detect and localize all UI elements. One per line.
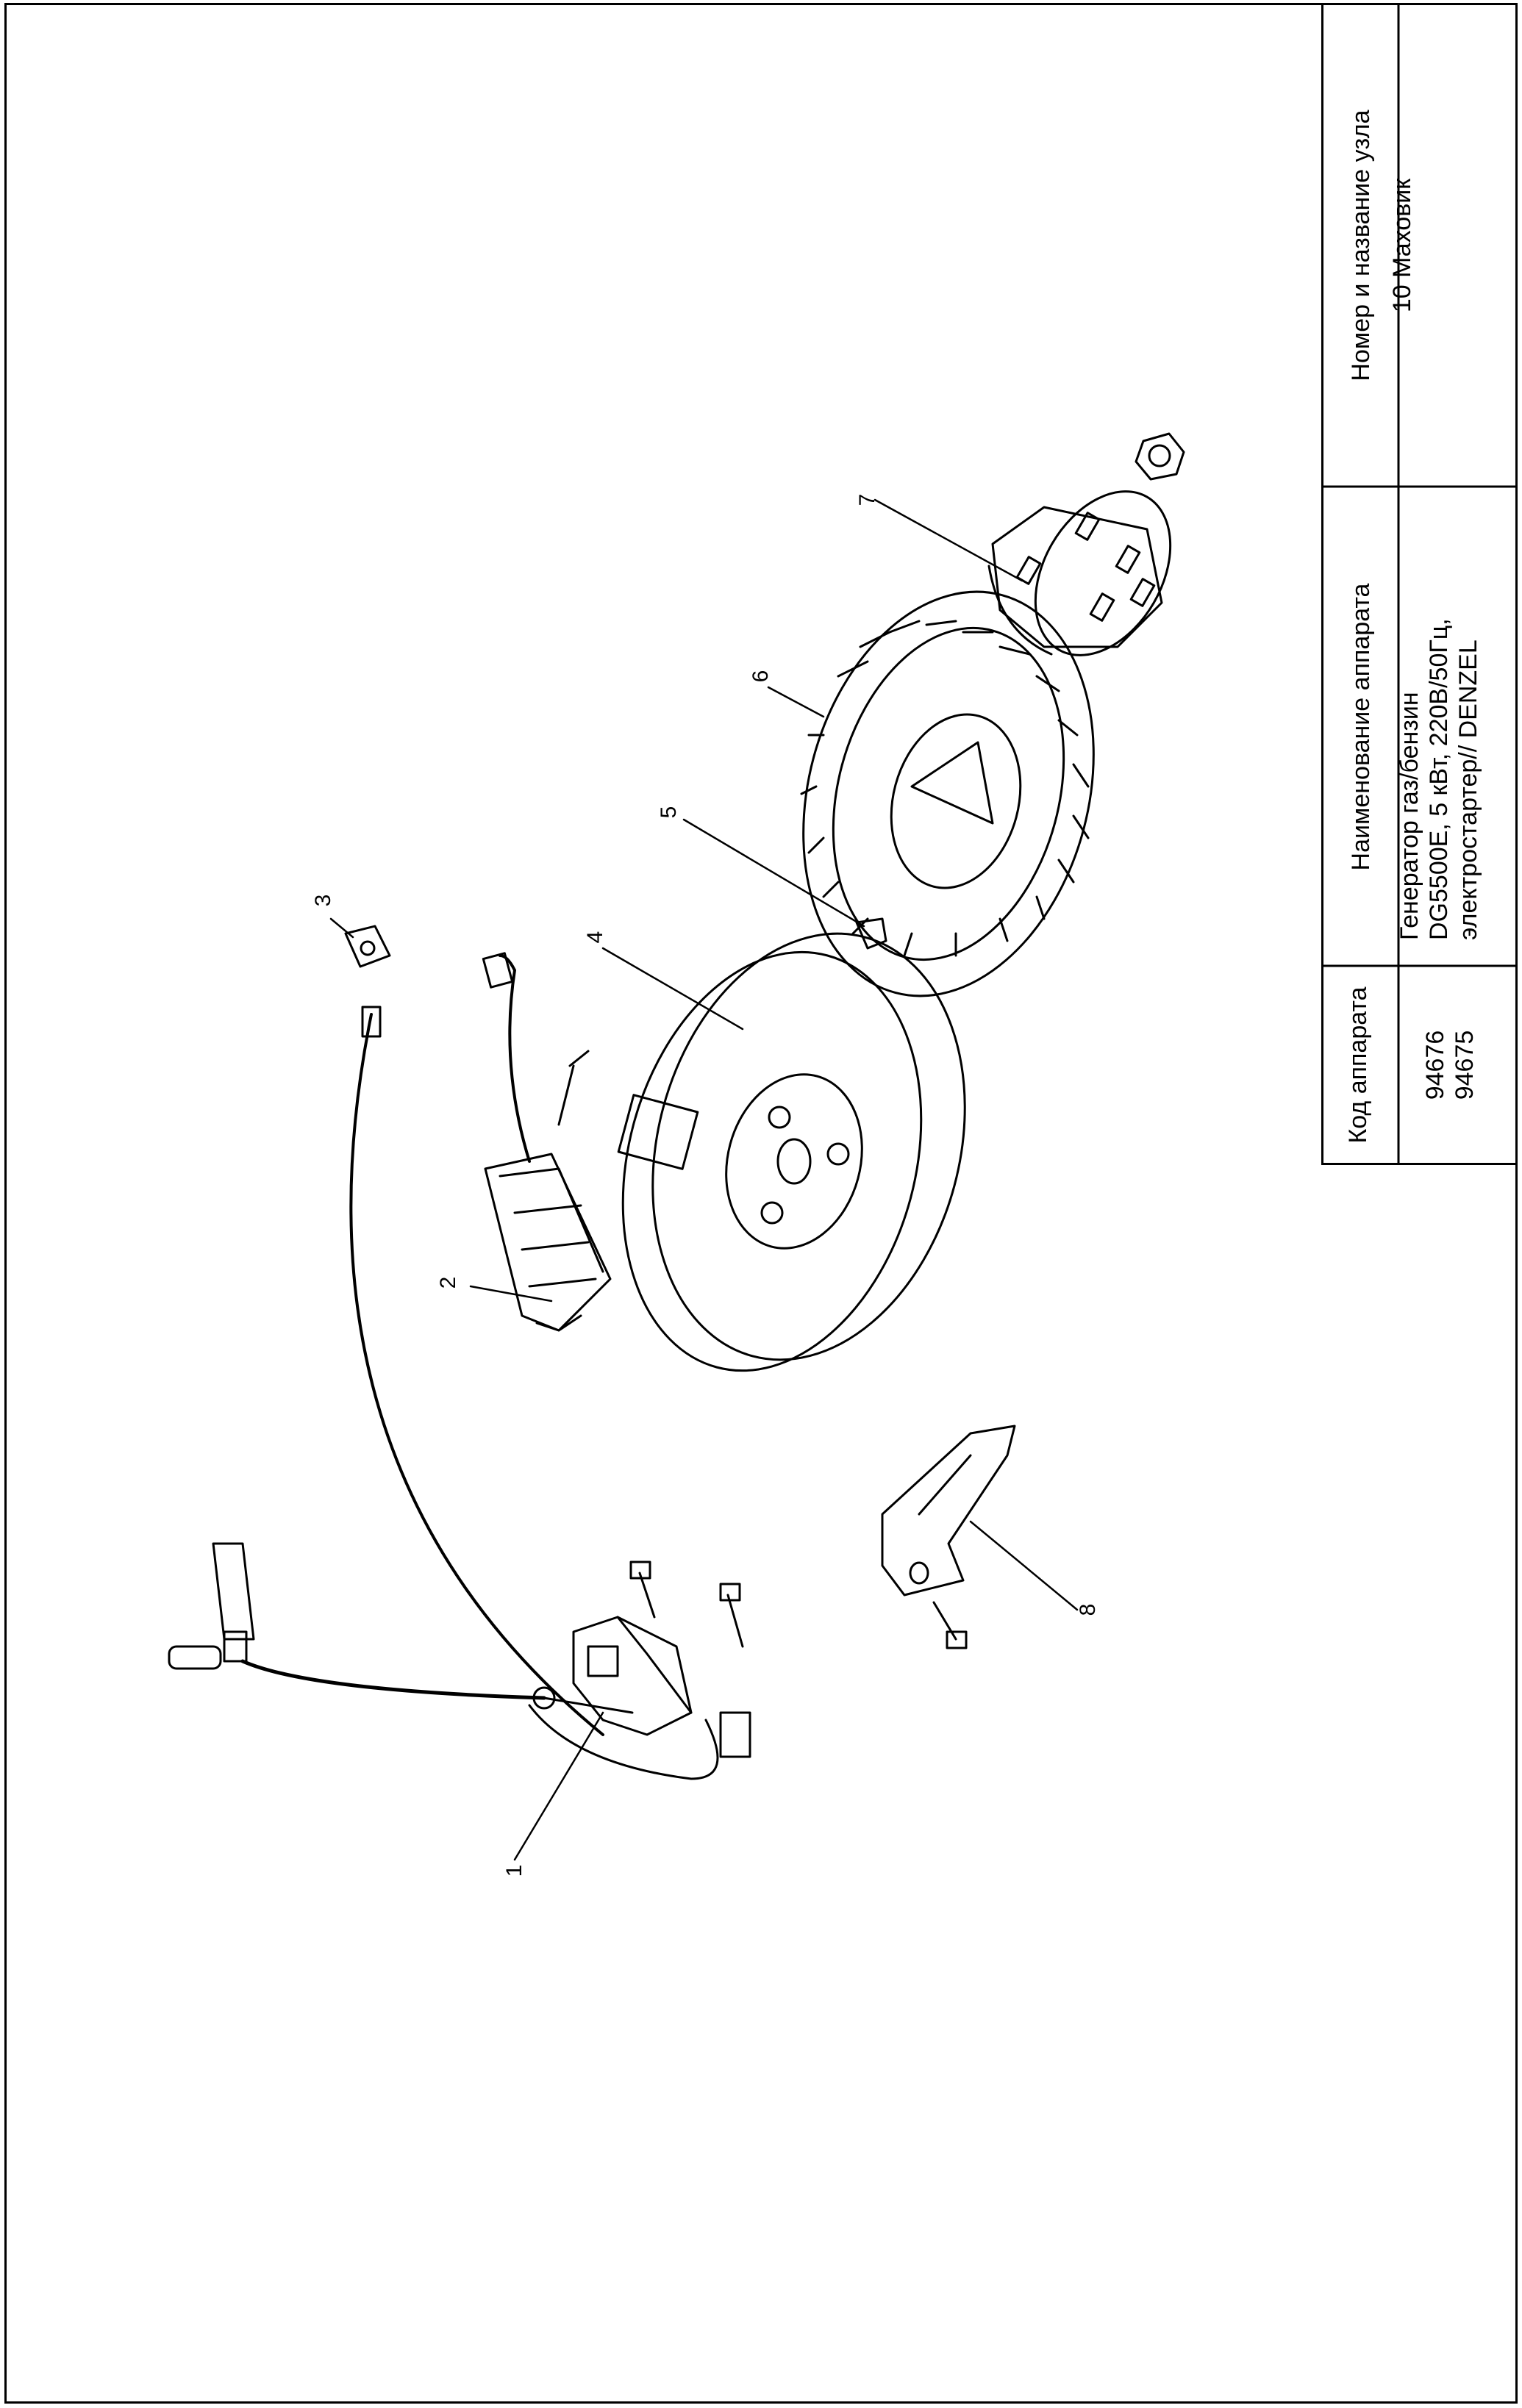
device-codes: 94676 94675 — [1417, 992, 1483, 1139]
leader-lines — [329, 498, 1079, 1861]
device-name-line-3: электростартер// DENZEL — [1454, 639, 1482, 940]
callout-3: 3 — [311, 894, 335, 907]
device-name: Генератор газ/бензин DG5500E, 5 кВт, 220… — [1391, 514, 1487, 940]
header-code: Код аппарата — [1343, 986, 1372, 1144]
part-2-charging-coil — [482, 952, 612, 1332]
device-code-1: 94676 — [1421, 1030, 1449, 1100]
page-frame — [4, 3, 1518, 2404]
callout-5: 5 — [657, 806, 681, 819]
device-code-2: 94675 — [1451, 1030, 1479, 1100]
part-7-hub-cup — [987, 490, 1172, 656]
nut — [1135, 432, 1185, 481]
callout-4: 4 — [583, 931, 607, 944]
callout-8: 8 — [1076, 1603, 1100, 1616]
device-name-line-2: DG5500E, 5 кВт, 220В/50Гц, — [1425, 618, 1453, 940]
callout-6: 6 — [749, 670, 773, 683]
part-1-ignition-coil — [240, 1616, 751, 1780]
part-5-key — [855, 917, 887, 950]
callout-1: 1 — [502, 1864, 526, 1877]
spark-plug-cap — [168, 1542, 255, 1670]
part-8-bracket — [881, 1425, 1016, 1597]
node-name: 10 Маховик — [1388, 178, 1416, 313]
header-node: Номер и название узла — [1346, 110, 1375, 381]
part-3-clip — [344, 925, 391, 968]
part-4-flywheel-rotor — [617, 932, 966, 1372]
callout-2: 2 — [436, 1276, 460, 1289]
title-block: Номер и название узла Наименование аппар… — [1321, 3, 1518, 1165]
callout-7: 7 — [855, 493, 879, 506]
wire-terminal — [361, 1006, 382, 1038]
bolts — [629, 1560, 968, 1649]
part-6-fan-flywheel — [800, 590, 1095, 997]
device-name-line-1: Генератор газ/бензин — [1396, 692, 1423, 940]
header-device-name: Наименование аппарата — [1346, 583, 1375, 871]
title-block-grid — [1321, 3, 1518, 1165]
wire — [349, 1013, 604, 1736]
